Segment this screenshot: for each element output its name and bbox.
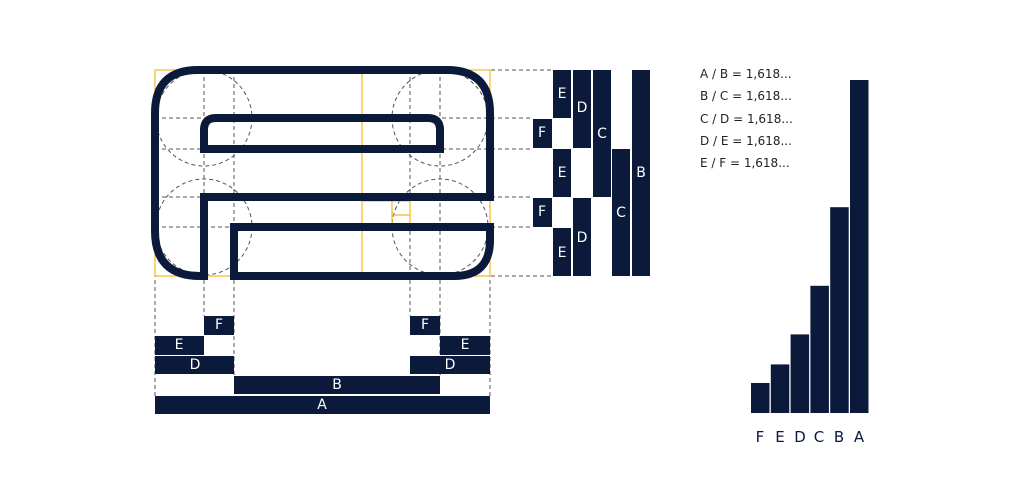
segment-f — [533, 119, 552, 148]
segment-a — [155, 396, 490, 414]
segment-d — [573, 70, 591, 148]
svg-text:A: A — [317, 397, 327, 413]
svg-text:D: D — [577, 230, 588, 246]
horizontal-segments: F E D F E D B A — [155, 316, 490, 414]
x-tick-label: D — [794, 428, 806, 446]
svg-text:E: E — [175, 337, 184, 353]
segment-d — [573, 198, 591, 276]
x-tick-label: C — [813, 428, 825, 446]
svg-text:E: E — [558, 165, 567, 181]
ratio-text: A / B = 1,618... — [700, 67, 792, 81]
x-tick-label: A — [853, 428, 865, 446]
segment-b — [234, 376, 440, 394]
segment-e — [440, 336, 490, 355]
bar-b — [830, 207, 849, 413]
x-tick-label: F — [755, 428, 765, 446]
segment-e — [553, 228, 571, 276]
svg-text:F: F — [538, 125, 546, 141]
vertical-segments: E F E F E D D C C B — [533, 70, 650, 276]
bar-d — [790, 334, 810, 413]
ratio-text: D / E = 1,618... — [700, 134, 792, 148]
svg-text:E: E — [461, 337, 470, 353]
segment-f — [204, 316, 234, 335]
logo-mark — [151, 66, 494, 280]
bar-a — [850, 80, 869, 413]
svg-text:C: C — [616, 205, 626, 221]
segment-c — [593, 70, 611, 197]
svg-text:F: F — [421, 317, 429, 333]
segment-e — [553, 149, 571, 197]
bar-f — [751, 382, 770, 413]
svg-text:B: B — [636, 165, 646, 181]
svg-text:C: C — [597, 126, 607, 142]
segment-d — [410, 356, 490, 374]
segment-e — [553, 70, 571, 118]
x-tick-label: B — [833, 428, 845, 446]
segment-c — [612, 149, 630, 276]
segment-f — [410, 316, 440, 335]
svg-text:B: B — [332, 377, 342, 393]
bar-e — [770, 364, 790, 413]
x-tick-label: E — [775, 428, 785, 446]
svg-text:F: F — [215, 317, 223, 333]
svg-text:D: D — [190, 357, 201, 373]
segment-b — [632, 70, 650, 276]
svg-text:E: E — [558, 245, 567, 261]
ratio-text: E / F = 1,618... — [700, 156, 790, 170]
bar-c — [810, 285, 829, 413]
segment-e — [155, 336, 204, 355]
segment-d — [155, 356, 234, 374]
ratio-text: C / D = 1,618... — [700, 112, 793, 126]
svg-text:F: F — [538, 204, 546, 220]
svg-text:D: D — [445, 357, 456, 373]
ratio-bar-chart — [751, 80, 869, 413]
svg-text:D: D — [577, 100, 588, 116]
svg-text:E: E — [558, 86, 567, 102]
segment-f — [533, 198, 552, 227]
ratio-text: B / C = 1,618... — [700, 89, 792, 103]
